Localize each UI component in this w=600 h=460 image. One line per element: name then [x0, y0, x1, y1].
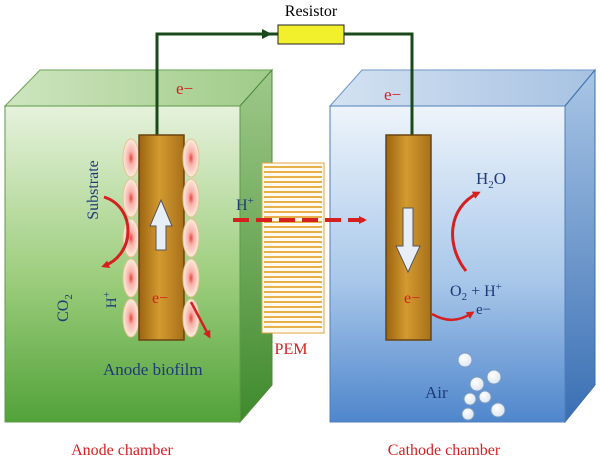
air-bubble — [457, 352, 473, 368]
electron-label-cathode: e− — [404, 290, 420, 307]
electron-label-cathode-reaction: e− — [476, 302, 491, 318]
pem-label: PEM — [275, 341, 308, 358]
air-bubble — [461, 407, 475, 421]
biofilm-cell — [182, 298, 200, 338]
air-bubble — [463, 392, 477, 406]
air-bubble — [486, 369, 502, 385]
h-plus-anode-label: H+ — [102, 291, 120, 308]
h-plus-membrane-label: H+ — [236, 195, 254, 214]
cathode-chamber-top-face — [328, 69, 597, 107]
anode-chamber-top-face — [3, 69, 274, 107]
biofilm-cell — [122, 138, 140, 178]
biofilm-cell — [122, 178, 140, 218]
electron-label-top-anode: e− — [176, 79, 193, 98]
cathode-chamber-front-face — [329, 105, 566, 423]
air-bubble — [469, 376, 485, 392]
air-bubble — [490, 402, 506, 418]
h2o-label: H2O — [476, 169, 506, 191]
resistor — [277, 24, 345, 45]
anode-up-arrow-icon — [149, 198, 173, 251]
electron-label-anode: e− — [152, 290, 168, 307]
air-bubbles — [457, 352, 506, 421]
o2-h-plus-label: O2 + H+ — [450, 281, 502, 303]
anode-biofilm-label: Anode biofilm — [103, 360, 203, 379]
external-circuit: Resistor e− e− — [155, 3, 414, 135]
air-label: Air — [425, 383, 448, 402]
cathode-down-arrow-icon — [395, 207, 421, 274]
pem-stripes — [264, 166, 322, 328]
biofilm-cell — [122, 218, 140, 258]
anode-biofilm-cells-left — [122, 138, 140, 338]
resistor-label: Resistor — [285, 3, 338, 20]
proton-exchange-membrane: PEM — [261, 162, 325, 358]
cathode-chamber-label: Cathode chamber — [388, 442, 501, 459]
biofilm-cell — [182, 138, 200, 178]
substrate-to-co2-arrow — [101, 195, 130, 268]
cathode-chamber — [328, 68, 597, 424]
anode-chamber-front-face — [4, 105, 241, 423]
electron-to-cathode-reaction-arrow — [431, 311, 475, 322]
biofilm-cell — [182, 218, 200, 258]
biofilm-cell — [122, 258, 140, 298]
anode-biofilm-cells-right — [182, 138, 200, 338]
co2-label: CO2 — [55, 294, 75, 322]
biofilm-cell — [122, 298, 140, 338]
biofilm-cell — [182, 178, 200, 218]
biofilm-cell — [182, 258, 200, 298]
anode-chamber-label: Anode chamber — [71, 442, 173, 459]
cathode-chamber-side-face — [564, 68, 596, 424]
o2-to-h2o-arrow — [451, 191, 481, 272]
electron-label-top-cathode: e− — [384, 85, 401, 104]
electron-to-biofilm-arrow — [189, 301, 211, 339]
anode-chamber — [3, 68, 274, 424]
air-bubble — [478, 390, 492, 404]
substrate-label: Substrate — [85, 160, 102, 220]
